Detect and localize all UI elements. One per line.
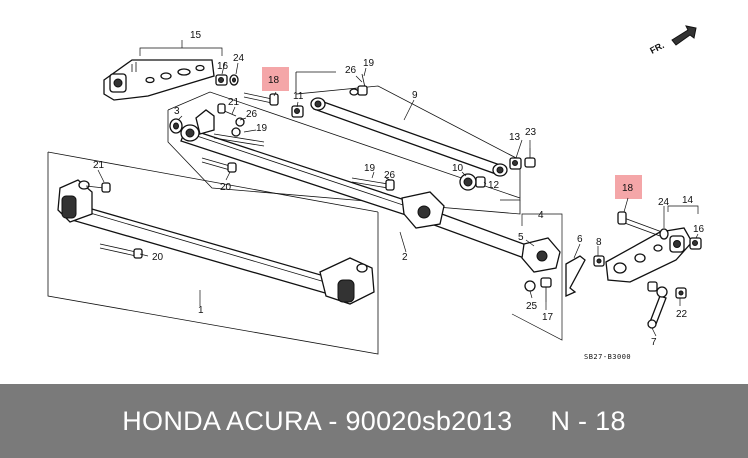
stabilizer-link-6 <box>565 255 586 298</box>
label-5: 5 <box>518 232 524 243</box>
assembly-frame-lower <box>47 152 379 355</box>
label-12: 12 <box>488 180 500 191</box>
label-24b: 24 <box>658 197 670 208</box>
label-16: 16 <box>217 61 229 72</box>
label-18-upper: 18 <box>268 75 280 86</box>
part-title: HONDA ACURA - 90020sb2013 <box>122 405 513 436</box>
caption-bar: HONDA ACURA - 90020sb2013 N - 18 <box>0 384 748 458</box>
position-label: N - 18 <box>550 405 626 436</box>
label-22: 22 <box>676 309 688 320</box>
label-3: 3 <box>174 106 180 117</box>
highlight-part-18-upper <box>262 67 289 91</box>
assembly-frame-middle <box>167 110 521 215</box>
drawing-code: SB27-B3000 <box>584 353 631 361</box>
bolt-18-right <box>617 211 663 237</box>
label-23: 23 <box>525 127 537 138</box>
label-7: 7 <box>651 337 657 348</box>
label-25: 25 <box>526 301 538 312</box>
label-4: 4 <box>538 210 544 221</box>
washer-3 <box>169 118 183 134</box>
nut-8-right <box>647 281 658 292</box>
front-direction-label: FR. <box>648 40 665 56</box>
bolt-18-upper <box>243 92 279 106</box>
lateral-rod-9 <box>310 97 508 177</box>
bolt-20-mid <box>201 157 237 173</box>
label-11: 11 <box>293 91 304 102</box>
label-1: 1 <box>198 305 204 316</box>
nut-16-right <box>689 237 702 250</box>
label-21b: 21 <box>93 160 105 171</box>
label-17: 17 <box>542 312 554 323</box>
link-7 <box>647 286 668 329</box>
trailing-arm-bracket-15 <box>103 59 215 101</box>
bolt-19-upper <box>349 73 368 96</box>
label-19: 19 <box>256 123 268 134</box>
label-20b: 20 <box>152 252 164 263</box>
nut-22 <box>675 287 687 299</box>
nut-11 <box>291 105 304 118</box>
bolt-20-lower <box>99 243 143 259</box>
washer-24-upper <box>229 74 239 86</box>
front-direction-arrow-icon <box>671 25 697 46</box>
label-14: 14 <box>682 195 694 206</box>
nut-16-upper <box>215 74 228 86</box>
label-16b: 16 <box>693 224 705 235</box>
label-15: 15 <box>190 30 202 41</box>
label-26: 26 <box>246 109 258 120</box>
label-19b: 19 <box>363 58 375 69</box>
caption: HONDA ACURA - 90020sb2013 N - 18 <box>0 384 748 458</box>
parts-diagram: FR. <box>47 25 705 361</box>
label-9: 9 <box>412 90 418 101</box>
trailing-arm-bracket-14 <box>605 227 693 283</box>
bolt-17 <box>540 277 552 302</box>
label-24: 24 <box>233 53 245 64</box>
bolt-21-lower <box>85 182 111 193</box>
bushing-10 <box>459 173 486 191</box>
label-2: 2 <box>402 252 408 263</box>
rear-axle-beam-1 <box>57 179 375 305</box>
label-8: 8 <box>596 237 602 248</box>
label-26c: 26 <box>384 170 396 181</box>
bolt-21-mid <box>217 103 237 117</box>
label-10: 10 <box>452 163 464 174</box>
label-19c: 19 <box>364 163 376 174</box>
label-21: 21 <box>228 97 240 108</box>
label-20: 20 <box>220 182 232 193</box>
label-26b: 26 <box>345 65 357 76</box>
label-13: 13 <box>509 132 521 143</box>
bolt-25 <box>524 280 536 292</box>
washer-24-right <box>659 228 669 240</box>
label-18-right: 18 <box>622 183 634 194</box>
rear-axle-beam-2 <box>180 124 561 273</box>
bolt-19-mid <box>213 133 265 147</box>
nut-8 <box>593 255 605 267</box>
label-6: 6 <box>577 234 583 245</box>
nut-13 <box>509 157 522 170</box>
highlight-part-18-right <box>615 175 642 199</box>
assembly-frame-upper <box>295 72 521 201</box>
bolt-23 <box>524 148 536 168</box>
